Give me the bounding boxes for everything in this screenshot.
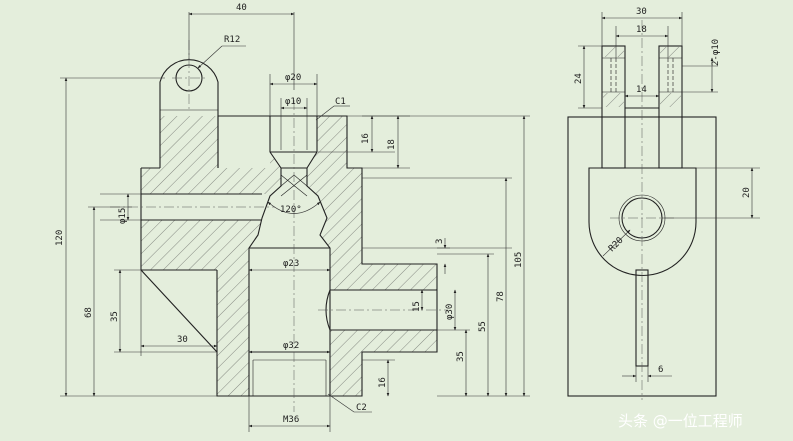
side-dim-24: 24	[574, 73, 584, 84]
side-dim-14: 14	[636, 85, 647, 95]
side-lug	[588, 167, 697, 277]
dim-120: 120	[55, 230, 65, 246]
dim-phi10: φ10	[285, 97, 301, 107]
dim-35-left: 35	[110, 311, 120, 322]
front-view: 40 R12 φ20 φ10 C1 16 18 φ15 120°	[55, 3, 530, 432]
watermark-text: 头条 @一位工程师	[618, 412, 743, 430]
dim-55: 55	[478, 321, 488, 332]
body-outline	[140, 115, 438, 397]
side-view: 30 18 2-φ10 24 14 20 R20 6	[567, 7, 760, 400]
side-dim-2phi10: 2-φ10	[711, 39, 721, 66]
dim-78: 78	[496, 291, 506, 302]
dim-phi20: φ20	[285, 73, 301, 83]
side-dim-30: 30	[636, 7, 647, 17]
dim-18: 18	[387, 139, 397, 150]
side-dim-r20: R20	[607, 236, 626, 255]
dim-r12: R12	[224, 35, 240, 45]
dim-phi30: φ30	[445, 304, 455, 320]
dim-40: 40	[236, 3, 247, 13]
side-dim-20: 20	[742, 187, 752, 198]
dim-m36: M36	[283, 415, 299, 425]
dim-phi23: φ23	[283, 259, 299, 269]
side-dim-6: 6	[658, 365, 663, 375]
dim-15: 15	[412, 301, 422, 312]
dim-35-right: 35	[456, 351, 466, 362]
dim-phi15: φ15	[118, 208, 128, 224]
dim-120deg: 120°	[280, 205, 302, 215]
dim-c2: C2	[356, 403, 367, 413]
dim-phi32: φ32	[283, 341, 299, 351]
dim-16-bottom: 16	[378, 377, 388, 388]
dim-68: 68	[84, 307, 94, 318]
dim-16: 16	[361, 133, 371, 144]
dim-c1: C1	[335, 97, 346, 107]
dim-30: 30	[177, 335, 188, 345]
side-dim-18: 18	[636, 25, 647, 35]
dim-105: 105	[514, 252, 524, 268]
dim-3: 3	[435, 239, 445, 244]
